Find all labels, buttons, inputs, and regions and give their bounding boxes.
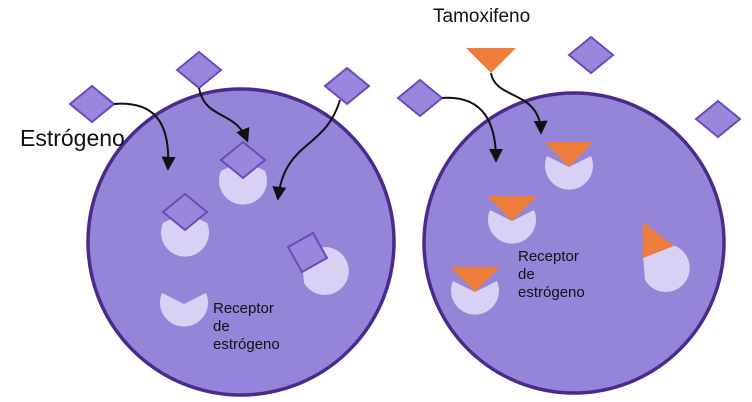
tamoxifen-triangle-icon bbox=[545, 142, 593, 167]
arrow-estrogen-3 bbox=[272, 99, 341, 201]
estrogen-diamond-icon bbox=[323, 66, 371, 106]
arrow-estrogen-1 bbox=[113, 102, 176, 171]
receptor-icon bbox=[488, 210, 536, 244]
receptor-icon bbox=[451, 281, 499, 315]
tamoxifen-triangle-icon bbox=[643, 222, 674, 258]
estrogen-diamond-icon bbox=[694, 99, 742, 139]
receptor-label-left: Receptor de estrógeno bbox=[213, 300, 280, 353]
estrogen-diamond-icon bbox=[161, 192, 209, 232]
arrow-estrogen-2 bbox=[198, 87, 250, 143]
estrogen-diamond-icon bbox=[396, 78, 444, 118]
tamoxifen-triangle-icon bbox=[466, 48, 516, 73]
receptor-icon bbox=[545, 156, 593, 190]
receptor-icon bbox=[643, 243, 690, 292]
cell-right bbox=[422, 91, 726, 395]
estrogen-diamond-icon bbox=[567, 35, 615, 75]
estrogen-diamond-icon bbox=[286, 231, 329, 274]
estrogen-diamond-icon bbox=[219, 140, 267, 180]
receptor-icon bbox=[160, 293, 208, 327]
estrogen-diamond-icon bbox=[68, 84, 116, 124]
estrogen-label: Estrógeno bbox=[20, 125, 125, 151]
receptor-label-right: Receptor de estrógeno bbox=[518, 248, 585, 301]
tamoxifen-triangle-icon bbox=[450, 267, 500, 292]
receptor-icon bbox=[160, 212, 209, 257]
tamoxifen-label: Tamoxifeno bbox=[433, 6, 531, 27]
arrow-estrogen-4 bbox=[441, 96, 503, 163]
estrogen-diamond-icon bbox=[175, 50, 223, 90]
arrow-tamoxifen bbox=[490, 72, 548, 135]
receptor-icon bbox=[219, 160, 267, 205]
tamoxifen-triangle-icon bbox=[487, 196, 537, 221]
